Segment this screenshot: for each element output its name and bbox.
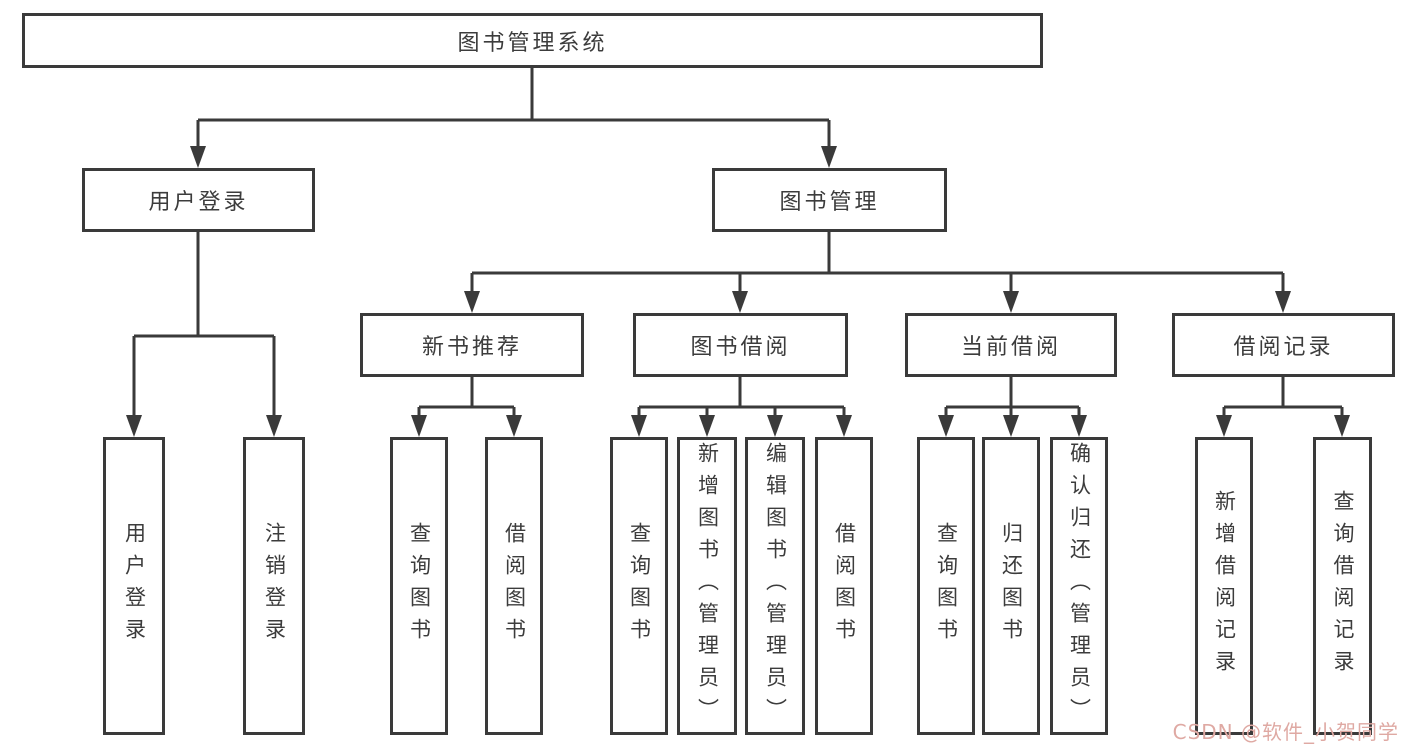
arrow-icon xyxy=(631,415,647,437)
leaf-borrow-books: 借阅图书 xyxy=(815,437,873,735)
node-book-management: 图书管理 xyxy=(712,168,947,232)
arrow-icon xyxy=(506,415,522,437)
leaf-label: 查询图书 xyxy=(407,522,432,650)
arrow-icon xyxy=(1334,415,1350,437)
node-label: 借阅记录 xyxy=(1233,335,1334,360)
arrowheads xyxy=(126,146,1350,437)
arrow-icon xyxy=(266,415,282,437)
node-current-borrowing: 当前借阅 xyxy=(905,313,1117,377)
arrow-icon xyxy=(1216,415,1232,437)
leaf-label: 新增借阅记录 xyxy=(1212,490,1237,682)
arrow-icon xyxy=(821,146,837,168)
node-book-borrowing: 图书借阅 xyxy=(633,313,848,377)
leaf-label: 查询图书 xyxy=(627,522,652,650)
leaf-borrow-books: 借阅图书 xyxy=(485,437,543,735)
node-label: 用户登录 xyxy=(148,190,249,215)
arrow-icon xyxy=(1003,291,1019,313)
leaf-edit-books-admin: 编辑图书（管理员） xyxy=(745,437,805,735)
leaf-label: 查询图书 xyxy=(934,522,959,650)
node-label: 图书管理系统 xyxy=(457,30,608,56)
arrow-icon xyxy=(464,291,480,313)
arrow-icon xyxy=(1275,291,1291,313)
arrow-icon xyxy=(699,415,715,437)
leaf-label: 新增图书（管理员） xyxy=(695,442,720,730)
node-label: 图书借阅 xyxy=(690,335,791,360)
arrow-icon xyxy=(767,415,783,437)
leaf-user-login: 用户登录 xyxy=(103,437,165,735)
arrow-icon xyxy=(1071,415,1087,437)
leaf-query-books: 查询图书 xyxy=(917,437,975,735)
leaf-label: 注销登录 xyxy=(262,522,287,650)
node-borrowing-records: 借阅记录 xyxy=(1172,313,1395,377)
node-label: 图书管理 xyxy=(779,190,880,215)
leaf-add-borrow-record: 新增借阅记录 xyxy=(1195,437,1253,735)
leaf-query-books: 查询图书 xyxy=(390,437,448,735)
arrow-icon xyxy=(836,415,852,437)
leaf-label: 确认归还（管理员） xyxy=(1067,442,1092,730)
leaf-confirm-return-admin: 确认归还（管理员） xyxy=(1050,437,1108,735)
leaf-label: 用户登录 xyxy=(122,522,147,650)
node-label: 新书推荐 xyxy=(421,335,522,360)
leaf-return-books: 归还图书 xyxy=(982,437,1040,735)
leaf-query-books: 查询图书 xyxy=(610,437,668,735)
watermark: CSDN @软件_小贺同学 xyxy=(1172,720,1399,744)
leaf-label: 归还图书 xyxy=(999,522,1024,650)
arrow-icon xyxy=(190,146,206,168)
node-user-login: 用户登录 xyxy=(82,168,315,232)
arrow-icon xyxy=(411,415,427,437)
leaf-label: 借阅图书 xyxy=(832,522,857,650)
leaf-add-books-admin: 新增图书（管理员） xyxy=(677,437,737,735)
leaf-label: 借阅图书 xyxy=(502,522,527,650)
arrow-icon xyxy=(1003,415,1019,437)
node-library-management-system: 图书管理系统 xyxy=(22,13,1043,68)
leaf-label: 编辑图书（管理员） xyxy=(763,442,788,730)
connector-path xyxy=(132,68,1344,417)
arrow-icon xyxy=(938,415,954,437)
leaf-label: 查询借阅记录 xyxy=(1331,490,1356,682)
leaf-query-borrow-record: 查询借阅记录 xyxy=(1313,437,1372,735)
node-label: 当前借阅 xyxy=(960,335,1061,360)
arrow-icon xyxy=(732,291,748,313)
node-new-book-recommendation: 新书推荐 xyxy=(360,313,584,377)
leaf-logout: 注销登录 xyxy=(243,437,305,735)
arrow-icon xyxy=(126,415,142,437)
